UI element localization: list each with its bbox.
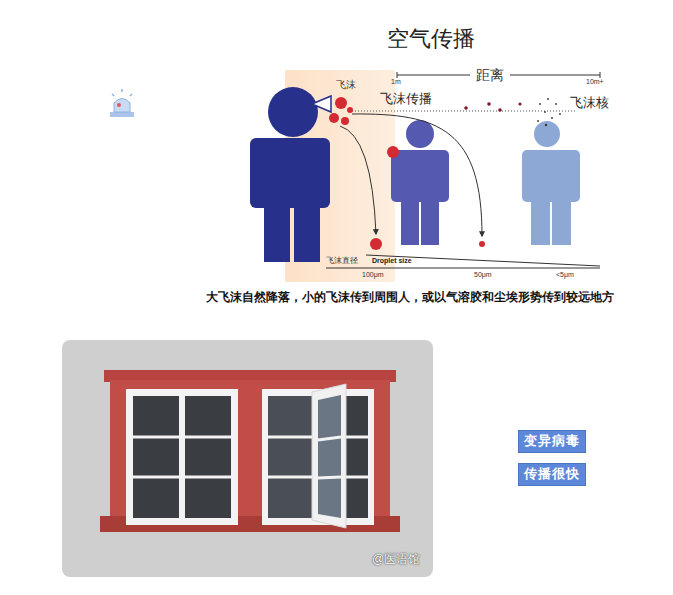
watermark: @医语馆 <box>372 553 420 567</box>
size-label: 50μm <box>474 271 492 279</box>
near-figure <box>391 120 449 245</box>
tag-text: 传播很快 <box>524 467 580 482</box>
fall-arc <box>340 126 376 234</box>
mouth-cone <box>312 96 331 112</box>
speaker-figure <box>250 87 330 262</box>
siren-icon <box>110 89 134 117</box>
far-figure <box>522 121 580 245</box>
axis-label: Droplet size <box>372 257 412 265</box>
fall-arc <box>352 114 482 236</box>
droplet-nuclei <box>537 98 561 126</box>
size-label: <5μm <box>556 271 574 279</box>
tick-label: 1m <box>391 78 401 86</box>
tick-label: 10m+ <box>586 78 604 86</box>
title: 空气传播 <box>387 26 475 51</box>
axis-label: 距离 <box>476 67 504 83</box>
axis-label: 飞沫直径 <box>326 256 358 265</box>
route-label: 飞沫核 <box>570 96 609 111</box>
spray-line <box>352 111 575 112</box>
droplet-label: 飞沫 <box>336 79 356 91</box>
tag-text: 变异病毒 <box>524 434 580 449</box>
droplets <box>329 97 485 250</box>
caption: 大飞沫自然降落，小的飞沫传到周围人，或以气溶胶和尘埃形势传到较远地方 <box>206 291 614 305</box>
tag-box: 传播很快 <box>518 463 586 486</box>
route-label: 飞沫传播 <box>380 92 432 107</box>
window-photo <box>62 340 433 577</box>
size-label: 100μm <box>362 271 384 279</box>
small-droplets <box>464 102 521 112</box>
tag-box: 变异病毒 <box>518 430 586 453</box>
size-wedge <box>326 255 600 268</box>
